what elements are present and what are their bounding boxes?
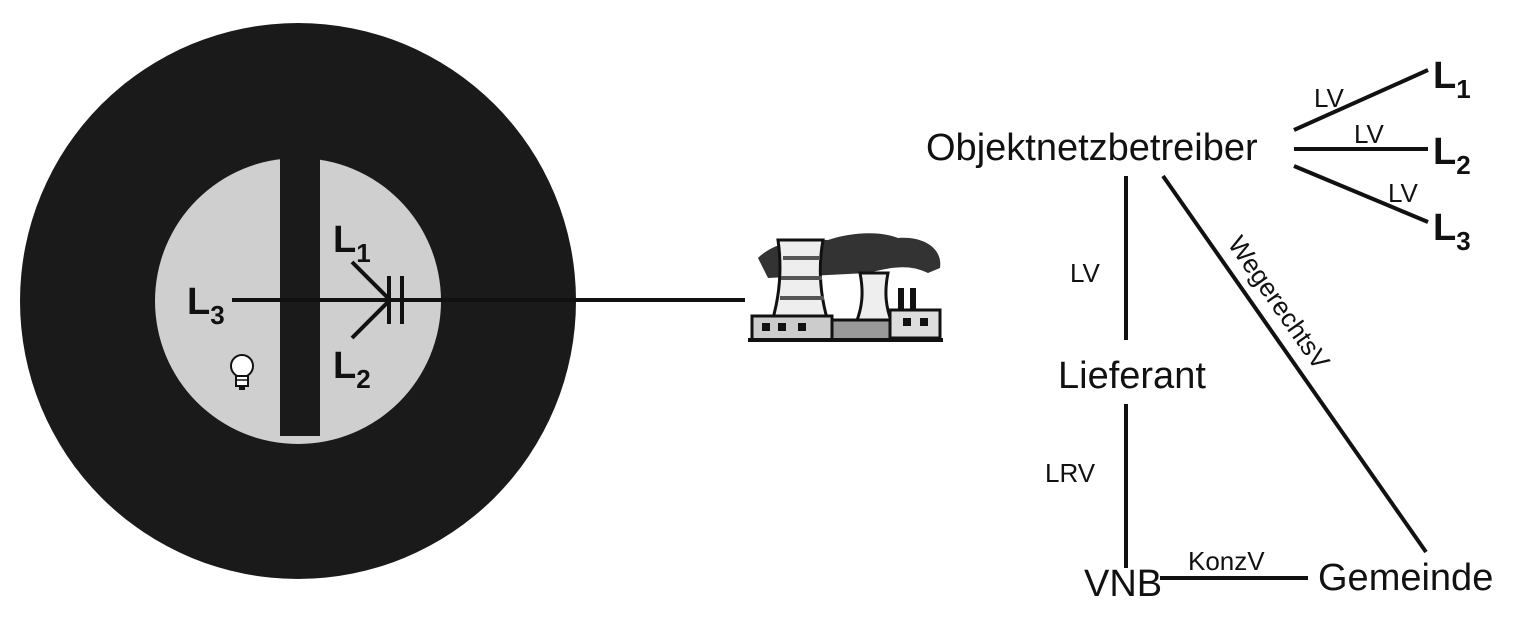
customer-label-l3: L3 [1433, 207, 1471, 256]
contract-relations-diagram: Objektnetzbetreiber Lieferant VNB Gemein… [926, 55, 1493, 605]
branch-line-l2 [350, 300, 390, 340]
load-label-l3: L3 [187, 281, 225, 330]
customer-label-l2: L2 [1433, 131, 1471, 180]
power-plant-icon [748, 233, 943, 342]
load-label-l2: L2 [333, 345, 371, 394]
node-objektnetzbetreiber: Objektnetzbetreiber [926, 127, 1258, 169]
object-network-diagram: L1 L2 L3 [20, 23, 745, 579]
edge-onb-gemeinde [1161, 174, 1428, 554]
edge-label-onb-l2: LV [1354, 119, 1385, 149]
edge-label-onb-l3: LV [1388, 178, 1419, 208]
customer-label-l1: L1 [1433, 55, 1471, 104]
load-label-l1: L1 [333, 219, 371, 268]
node-vnb: VNB [1084, 563, 1162, 605]
separator-bar [280, 158, 320, 436]
edge-label-onb-gemeinde: WegerechtsV [1222, 230, 1336, 375]
lightbulb-icon [230, 354, 254, 390]
edge-label-onb-l1: LV [1314, 83, 1345, 113]
edge-label-onb-lieferant: LV [1070, 258, 1101, 288]
node-gemeinde: Gemeinde [1318, 557, 1493, 599]
edge-onb-l3 [1293, 164, 1429, 224]
edge-label-lieferant-vnb: LRV [1045, 458, 1096, 488]
branch-line-l1 [350, 260, 390, 300]
edge-label-vnb-gemeinde: KonzV [1188, 546, 1265, 576]
node-lieferant: Lieferant [1058, 355, 1206, 397]
edge-onb-l1 [1293, 68, 1429, 132]
